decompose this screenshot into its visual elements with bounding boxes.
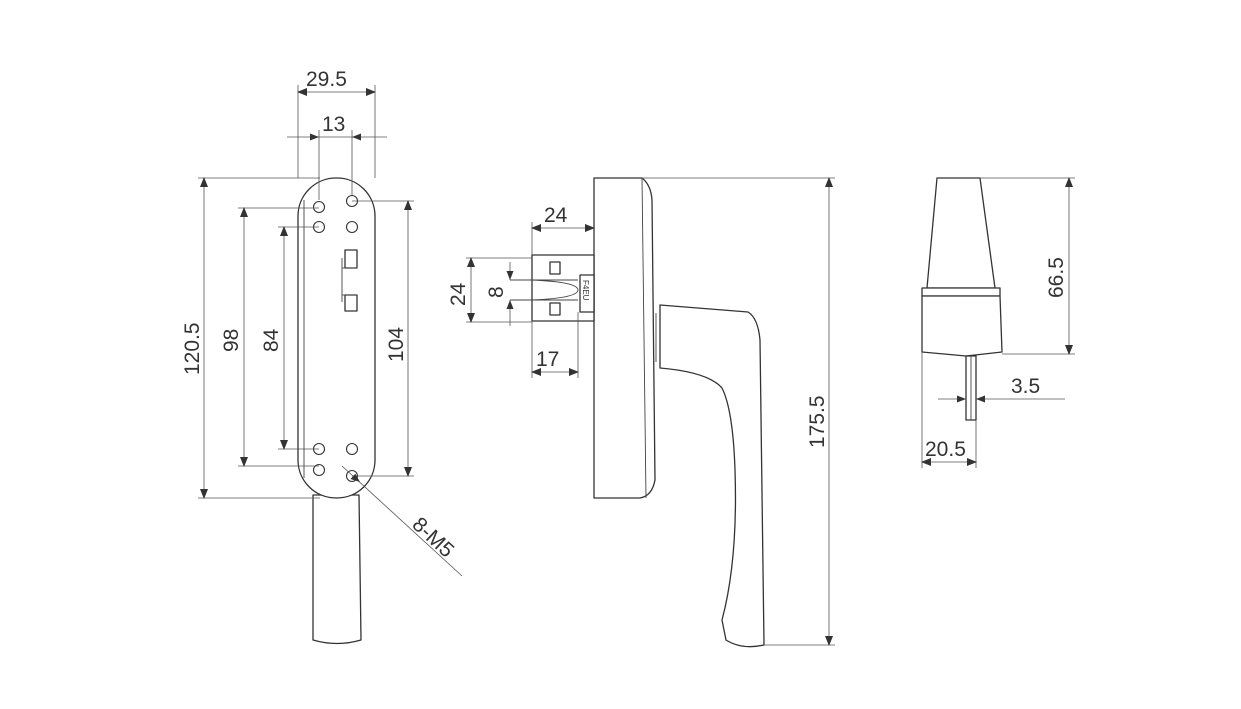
dim-text: 84 bbox=[260, 328, 283, 352]
front-view: 29.5 13 120.5 98 8 bbox=[181, 68, 463, 645]
dim-text: 29.5 bbox=[306, 68, 347, 91]
callout-text: 8-M5 bbox=[408, 513, 459, 562]
dim-20-5: 20.5 bbox=[921, 352, 977, 468]
dim-17: 17 bbox=[531, 312, 579, 378]
dim-98: 98 bbox=[220, 207, 319, 467]
dim-text: 66.5 bbox=[1045, 257, 1068, 298]
side-lever bbox=[659, 304, 765, 648]
latch-slot bbox=[344, 294, 358, 312]
front-rosette bbox=[297, 177, 376, 499]
dim-text: 175.5 bbox=[806, 395, 829, 448]
dim-text: 24 bbox=[447, 282, 470, 306]
hole bbox=[312, 463, 326, 477]
end-base bbox=[921, 295, 1003, 357]
dim-text: 98 bbox=[220, 329, 243, 352]
dim-84: 84 bbox=[260, 226, 319, 450]
dim-8: 8 bbox=[485, 262, 514, 326]
dim-text: 104 bbox=[385, 327, 408, 362]
hole bbox=[312, 200, 326, 214]
side-base-plate bbox=[593, 177, 656, 499]
dim-text: 20.5 bbox=[925, 438, 966, 461]
dim-text: 17 bbox=[536, 348, 559, 371]
hole bbox=[345, 442, 359, 456]
end-collar bbox=[921, 287, 1001, 297]
dim-104: 104 bbox=[352, 200, 414, 477]
front-lever bbox=[312, 494, 362, 645]
dim-text: 13 bbox=[322, 113, 345, 136]
side-view: F4EU 24 24 8 17 bbox=[447, 177, 835, 648]
dim-120-5: 120.5 bbox=[181, 177, 320, 499]
dim-text: 24 bbox=[544, 204, 568, 227]
dim-text: 8 bbox=[485, 286, 508, 298]
dim-13: 13 bbox=[287, 113, 387, 200]
dim-24-length: 24 bbox=[531, 204, 595, 255]
spindle-marking: F4EU bbox=[581, 280, 590, 301]
spindle: F4EU bbox=[510, 254, 595, 322]
dim-text: 120.5 bbox=[181, 322, 204, 375]
hole bbox=[345, 220, 359, 234]
end-cap bbox=[926, 177, 996, 289]
dim-24-height: 24 bbox=[447, 257, 532, 323]
latch-slot bbox=[344, 249, 358, 269]
end-view: 66.5 3.5 20.5 bbox=[921, 177, 1075, 468]
dim-3-5: 3.5 bbox=[938, 375, 1065, 403]
dim-29-5: 29.5 bbox=[297, 68, 376, 178]
dim-175-5: 175.5 bbox=[642, 177, 835, 646]
dim-66-5: 66.5 bbox=[980, 177, 1075, 355]
mounting-holes bbox=[312, 194, 359, 483]
dim-text: 3.5 bbox=[1011, 375, 1040, 398]
